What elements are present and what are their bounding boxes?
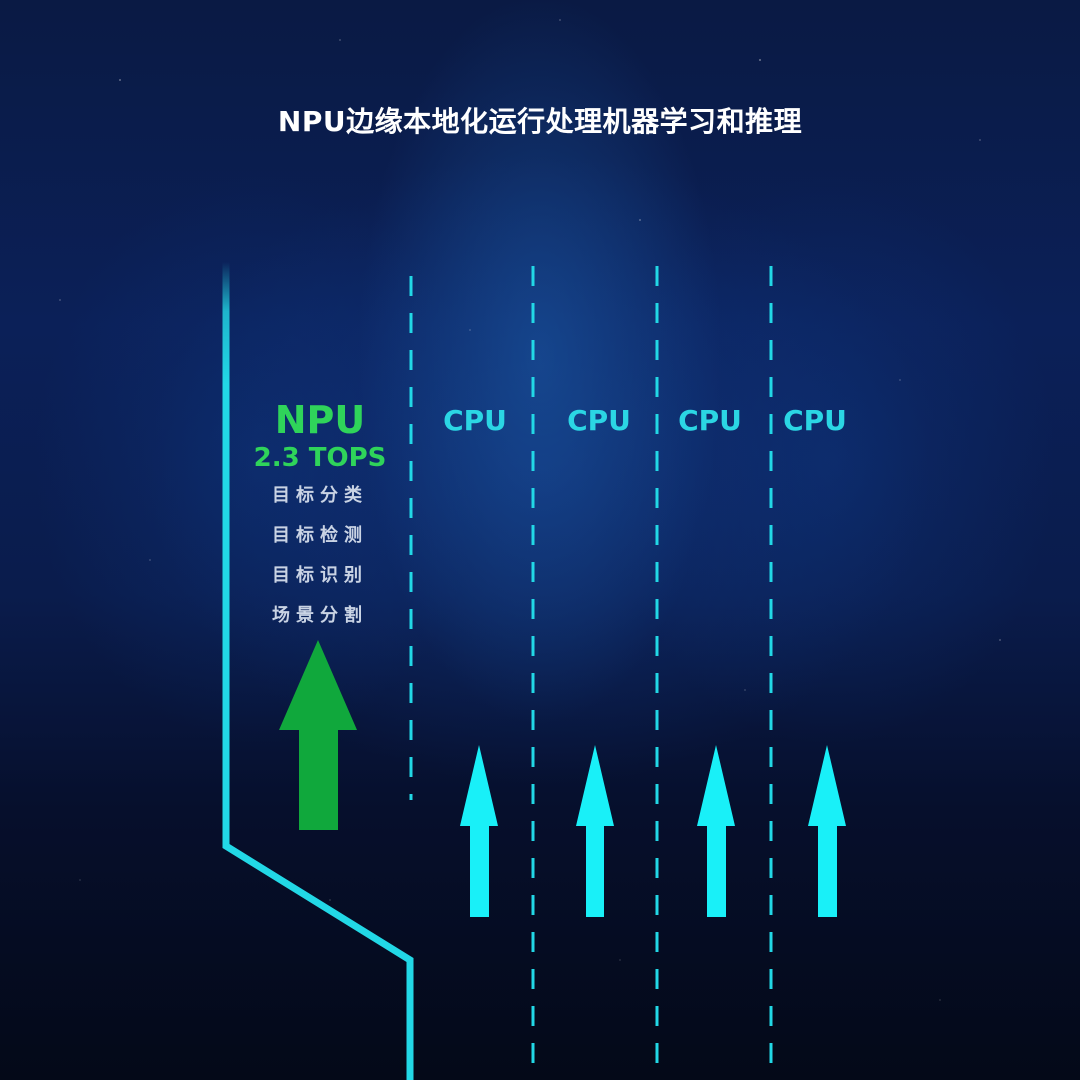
cpu-arrow-up-icon-4 (808, 745, 846, 917)
npu-arrow-up-icon (279, 640, 357, 830)
cpu-lane-label-1: CPU (443, 404, 507, 437)
npu-task-item: 目标识别 (272, 565, 368, 586)
npu-task-list: 目标分类 目标检测 目标识别 场景分割 (240, 476, 400, 636)
npu-label: NPU (274, 398, 366, 442)
left-lane-boundary (222, 262, 414, 1080)
cpu-lane-label-4: CPU (783, 404, 847, 437)
cpu-arrow-up-icon-1 (460, 745, 498, 917)
npu-task-item: 目标分类 (272, 485, 368, 506)
npu-task-item: 目标检测 (272, 525, 368, 546)
cpu-arrow-up-icon-3 (697, 745, 735, 917)
npu-lane-info: NPU 2.3 TOPS 目标分类 目标检测 目标识别 场景分割 (240, 398, 400, 636)
cpu-lane-label-3: CPU (678, 404, 742, 437)
page-title: NPU边缘本地化运行处理机器学习和推理 (277, 105, 803, 138)
cpu-arrow-up-icon-2 (576, 745, 614, 917)
cpu-lane-label-2: CPU (567, 404, 631, 437)
npu-performance: 2.3 TOPS (253, 443, 387, 473)
npu-task-item: 场景分割 (272, 605, 368, 626)
